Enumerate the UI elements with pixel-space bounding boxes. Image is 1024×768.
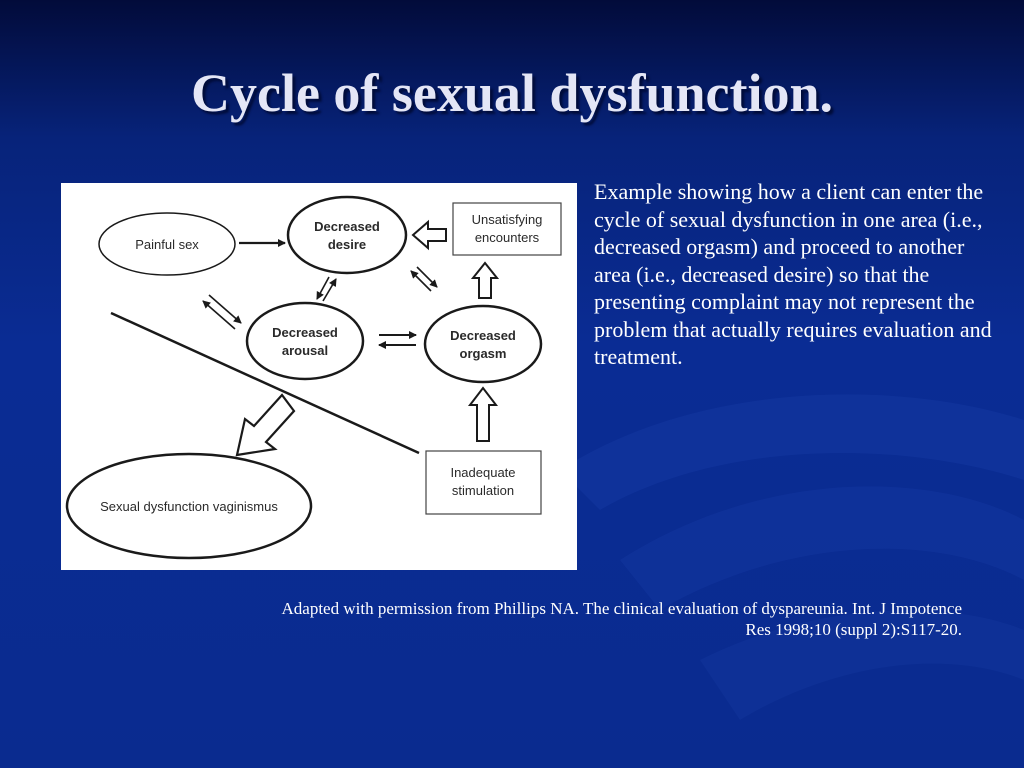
node-decreased-orgasm-label-1: Decreased (450, 328, 516, 343)
node-unsatisfying-encounters-label-1: Unsatisfying (472, 212, 543, 227)
arrow-desire-to-orgasm (416, 266, 438, 288)
citation-line-1: Adapted with permission from Phillips NA… (281, 599, 962, 618)
arrow-to-vaginismus (235, 393, 296, 457)
node-decreased-arousal-label-2: arousal (282, 343, 328, 358)
node-inadequate-stimulation-label-2: stimulation (452, 483, 514, 498)
cycle-diagram: Painful sex Decreased desire Unsatisfyin… (61, 183, 577, 570)
divider-line (110, 311, 420, 455)
arrow-orgasm-to-desire (410, 270, 432, 292)
node-decreased-desire-label-2: desire (328, 237, 366, 252)
arrow-encounters-to-desire (411, 219, 447, 251)
node-painful-sex-label: Painful sex (135, 237, 199, 252)
node-decreased-orgasm: Decreased orgasm (423, 304, 543, 384)
slide-title: Cycle of sexual dysfunction. (190, 63, 833, 123)
node-decreased-arousal-label-1: Decreased (272, 325, 338, 340)
node-vaginismus: Sexual dysfunction vaginismus (65, 452, 313, 560)
citation: Adapted with permission from Phillips NA… (60, 598, 962, 640)
node-unsatisfying-encounters: Unsatisfying encounters (452, 202, 562, 256)
node-unsatisfying-encounters-label-2: encounters (475, 230, 540, 245)
arrow-diag-left-2 (202, 300, 236, 330)
node-painful-sex: Painful sex (98, 212, 236, 276)
node-decreased-desire-label-1: Decreased (314, 219, 380, 234)
arrow-stimulation-to-orgasm (467, 386, 499, 442)
node-vaginismus-label: Sexual dysfunction vaginismus (100, 499, 278, 514)
node-decreased-arousal: Decreased arousal (245, 301, 365, 381)
node-inadequate-stimulation: Inadequate stimulation (425, 450, 542, 515)
description-text: Example showing how a client can enter t… (594, 179, 992, 369)
arrow-orgasm-to-encounters (470, 261, 500, 299)
node-decreased-orgasm-label-2: orgasm (460, 346, 507, 361)
node-inadequate-stimulation-label-1: Inadequate (450, 465, 515, 480)
arrow-arousal-to-desire (322, 278, 337, 302)
arrow-diag-left-1 (208, 294, 242, 324)
arrow-desire-to-arousal (316, 276, 330, 300)
node-decreased-desire: Decreased desire (286, 195, 408, 275)
citation-line-2: Res 1998;10 (suppl 2):S117-20. (745, 620, 962, 639)
